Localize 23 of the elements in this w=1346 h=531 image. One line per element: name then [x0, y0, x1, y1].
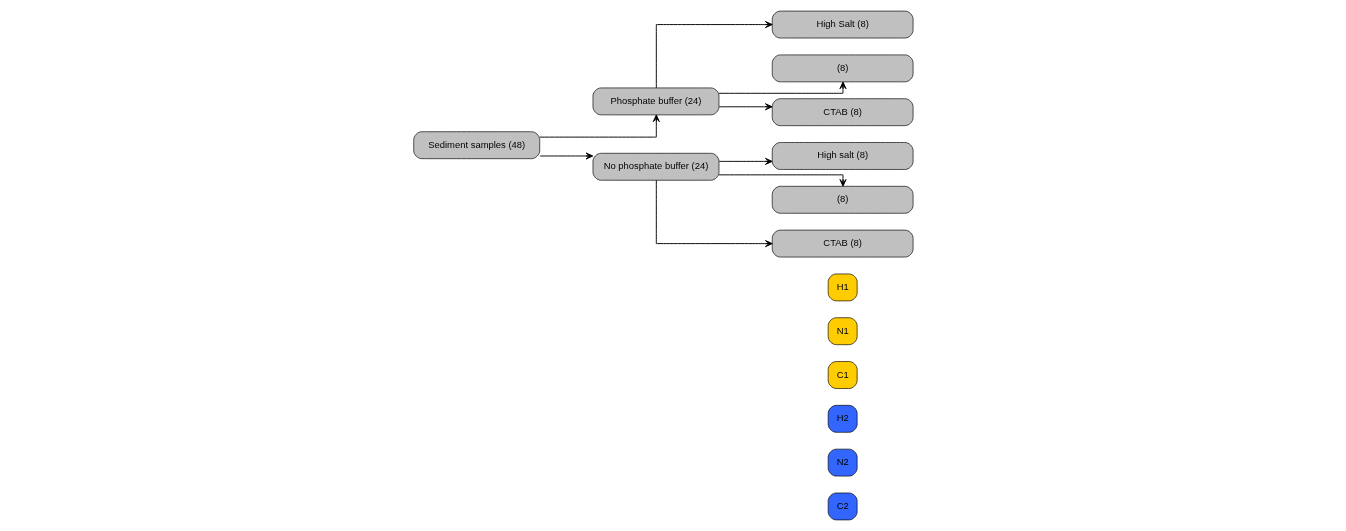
node-box: CTAB (8) [771, 98, 913, 126]
node-box: Phosphate buffer (24) [592, 87, 719, 116]
arrow [718, 103, 773, 111]
arrow [538, 152, 593, 160]
node-box: No phosphate buffer (24) [592, 152, 719, 181]
node-box: High salt (8) [771, 142, 913, 170]
node-box: H2 [827, 405, 857, 433]
node-box: N1 [827, 317, 857, 346]
arrow [718, 174, 846, 187]
arrow [718, 81, 846, 94]
node-box: (8) [771, 54, 913, 83]
arrow [718, 157, 773, 165]
node-box: CTAB (8) [771, 229, 913, 258]
arrow [655, 179, 773, 248]
node-box: (8) [771, 185, 913, 214]
node-box: C1 [827, 361, 857, 389]
arrow [655, 21, 773, 89]
node-box: High Salt (8) [771, 10, 913, 39]
node-box: N2 [827, 448, 857, 477]
arrow [538, 114, 660, 138]
node-box: H1 [827, 273, 857, 302]
node-box: Sediment samples (48) [412, 131, 540, 159]
node-box: C2 [827, 492, 857, 521]
